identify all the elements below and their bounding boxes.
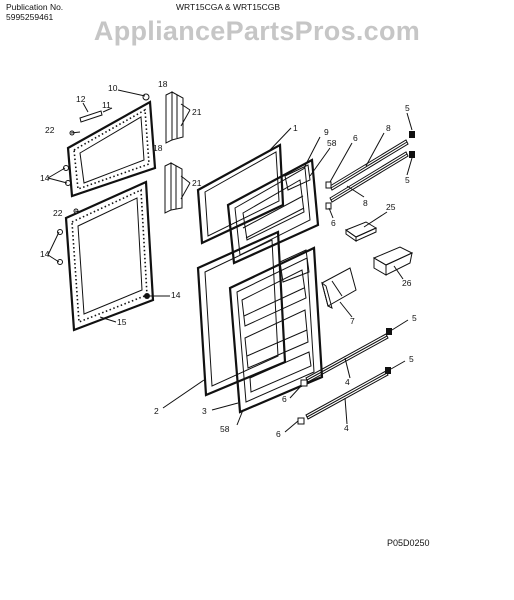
callout-8b: 8: [363, 198, 368, 208]
callout-58b: 58: [220, 424, 230, 434]
diagram-code: P05D0250: [387, 538, 430, 548]
callout-6c: 6: [282, 394, 287, 404]
callout-14c: 14: [171, 290, 181, 300]
callout-14b: 14: [40, 249, 50, 259]
callout-14: 14: [40, 173, 50, 183]
endcap-part-5: [385, 367, 391, 374]
callout-9: 9: [324, 127, 329, 137]
callout-58: 58: [327, 138, 337, 148]
callout-5c: 5: [412, 313, 417, 323]
callout-8: 8: [386, 123, 391, 133]
endcap-part-5: [409, 131, 415, 138]
callout-11: 11: [102, 100, 111, 110]
endcap-part-6: [325, 181, 332, 189]
callout-22: 22: [45, 125, 55, 135]
callout-4: 4: [345, 377, 350, 387]
callout-10: 10: [108, 83, 118, 93]
callout-7: 7: [350, 316, 355, 326]
watermark: AppliancePartsPros.com: [93, 16, 421, 46]
food-door-gasket-part-2: [196, 230, 287, 397]
callout-18b: 18: [153, 143, 163, 153]
handle-part-18-lower: [164, 162, 183, 214]
endcap-part-6: [300, 379, 308, 387]
leader-lines: [47, 89, 413, 433]
callout-5b: 5: [405, 175, 410, 185]
callout-5d: 5: [409, 354, 414, 364]
shelf-bar-part-8-lower: [329, 151, 409, 203]
freezer-door-liner-part-9: [226, 158, 320, 265]
endcap-part-5: [409, 151, 415, 158]
callout-26: 26: [402, 278, 412, 288]
freezer-door-gasket-part-1: [196, 143, 285, 245]
bin-part-26: [372, 246, 414, 276]
callout-labels: 1 2 3 4 4 5 5 5 5 6 6 6 6 7 8 8 9 10 11 …: [40, 79, 417, 439]
callout-6d: 6: [276, 429, 281, 439]
publication-label: Publication No.: [6, 2, 64, 12]
callout-6: 6: [353, 133, 358, 143]
screw-part-14: [57, 259, 63, 265]
clip-part-10: [142, 93, 150, 101]
shelf-bar-part-4-lower: [305, 370, 389, 420]
callout-22b: 22: [53, 208, 63, 218]
shelf-bar-part-8-upper: [329, 139, 409, 191]
callout-3: 3: [202, 406, 207, 416]
callout-25: 25: [386, 202, 396, 212]
callout-6b: 6: [331, 218, 336, 228]
shelf-bar-part-4-upper: [305, 333, 389, 383]
publication-number: 5995259461: [6, 12, 54, 22]
model-title: WRT15CGA & WRT15CGB: [176, 2, 281, 12]
screw-part-14: [63, 165, 69, 171]
freezer-gasket-part-11: [66, 100, 157, 198]
callout-12: 12: [76, 94, 86, 104]
callout-18: 18: [158, 79, 168, 89]
dairy-door-part-7: [321, 267, 357, 309]
callout-21b: 21: [192, 178, 202, 188]
callout-21: 21: [192, 107, 202, 117]
endcap-part-6: [325, 202, 332, 210]
handle-part-18-upper: [165, 91, 184, 144]
clip-part-12: [79, 110, 103, 123]
endcap-part-6: [297, 417, 305, 425]
callout-4b: 4: [344, 423, 349, 433]
callout-15: 15: [117, 317, 127, 327]
food-door-liner-part-3: [228, 246, 324, 414]
callout-1: 1: [293, 123, 298, 133]
food-gasket-part-15: [64, 180, 155, 332]
callout-5: 5: [405, 103, 410, 113]
bin-part-25: [344, 221, 378, 242]
screw-part-14: [144, 293, 150, 299]
endcap-part-5: [386, 328, 392, 335]
callout-2: 2: [154, 406, 159, 416]
